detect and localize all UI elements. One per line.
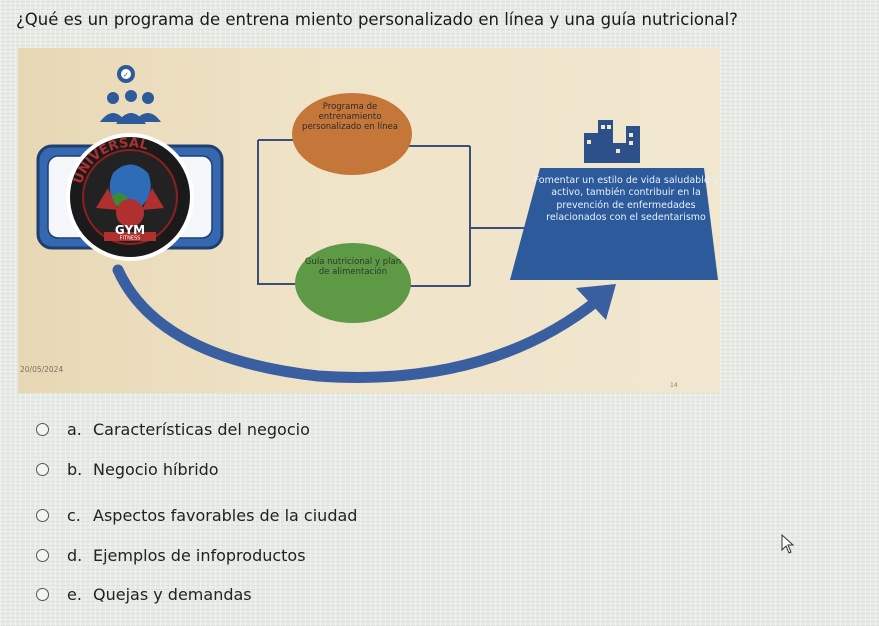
figure-page-number: 14: [670, 382, 678, 389]
people-group-icon: ✓: [100, 65, 161, 124]
radio-c[interactable]: [36, 509, 49, 522]
option-letter: e.: [67, 585, 82, 604]
option-text: Ejemplos de infoproductos: [93, 546, 306, 565]
oval-bottom-label: Guía nutricional y plan de alimentación: [304, 257, 402, 277]
option-text: Negocio híbrido: [93, 460, 219, 479]
option-text: Características del negocio: [93, 420, 310, 439]
option-text: Aspectos favorables de la ciudad: [93, 506, 358, 525]
arrow-head: [576, 284, 616, 320]
city-buildings-icon: [584, 120, 640, 163]
option-letter: c.: [67, 506, 81, 525]
oval-training-program: [292, 93, 412, 175]
option-c[interactable]: c. Aspectos favorables de la ciudad: [36, 506, 357, 525]
option-e[interactable]: e. Quejas y demandas: [36, 585, 252, 604]
radio-a[interactable]: [36, 423, 49, 436]
goal-box: [510, 168, 718, 280]
gym-logo-icon: [36, 133, 224, 261]
infographic-drawing: ✓: [36, 65, 718, 383]
question-text: ¿Qué es un programa de entrena miento pe…: [16, 10, 738, 29]
svg-text:✓: ✓: [123, 71, 129, 79]
infographic-figure: ✓: [18, 48, 720, 393]
figure-date: 20/05/2024: [20, 365, 64, 374]
option-a[interactable]: a. Características del negocio: [36, 420, 310, 439]
radio-e[interactable]: [36, 588, 49, 601]
oval-nutrition-guide: [295, 243, 411, 323]
radio-b[interactable]: [36, 463, 49, 476]
mouse-pointer-icon: [781, 534, 795, 554]
logo-sub-text: FITNESS: [120, 236, 141, 242]
connector-lines: [257, 139, 538, 287]
option-b[interactable]: b. Negocio híbrido: [36, 460, 219, 479]
option-letter: b.: [67, 460, 83, 479]
option-letter: d.: [67, 546, 83, 565]
radio-d[interactable]: [36, 549, 49, 562]
option-text: Quejas y demandas: [93, 585, 252, 604]
oval-top-label: Programa de entrenamiento personalizado …: [302, 102, 398, 132]
option-letter: a.: [67, 420, 82, 439]
cycle-arc-arrow: [112, 264, 604, 383]
option-d[interactable]: d. Ejemplos de infoproductos: [36, 546, 306, 565]
logo-main-text: GYM: [115, 223, 145, 237]
goal-box-text: Fomentar un estilo de vida saludable y a…: [533, 175, 719, 224]
